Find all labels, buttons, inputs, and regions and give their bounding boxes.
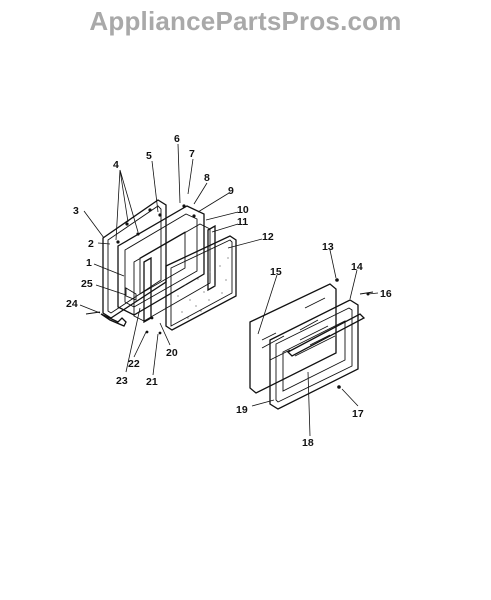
part-gasket-frame <box>117 205 205 316</box>
part-window-glass <box>249 283 337 394</box>
part-inner-glass <box>133 223 211 322</box>
callout-13: 13 <box>322 241 334 253</box>
callout-6: 6 <box>174 133 180 145</box>
part-window-trim <box>286 313 366 357</box>
callout-labels: 4 5 6 7 8 9 10 11 12 3 2 1 25 24 23 22 2… <box>66 133 392 449</box>
callout-24: 24 <box>66 298 78 310</box>
part-hinge <box>100 313 127 327</box>
callout-9: 9 <box>228 185 234 197</box>
callout-21: 21 <box>146 376 158 388</box>
callout-7: 7 <box>189 148 195 160</box>
callout-20: 20 <box>166 347 178 359</box>
callout-25: 25 <box>81 278 93 290</box>
watermark-logo: AppliancePartsPros.com <box>89 6 402 36</box>
part-outer-door-panel <box>165 235 237 331</box>
callout-14: 14 <box>351 261 363 273</box>
callout-10: 10 <box>237 204 249 216</box>
callout-5: 5 <box>146 150 152 162</box>
callout-3: 3 <box>73 205 79 217</box>
callout-4: 4 <box>113 159 119 171</box>
callout-15: 15 <box>270 266 282 278</box>
callout-18: 18 <box>302 437 314 449</box>
left-door-assembly <box>85 199 237 335</box>
panel-texture <box>177 257 229 319</box>
callout-17: 17 <box>352 408 364 420</box>
part-hinge-bracket <box>125 287 137 301</box>
callout-11: 11 <box>237 216 248 228</box>
right-window-assembly <box>249 278 374 410</box>
callout-2: 2 <box>88 238 94 250</box>
callout-16: 16 <box>380 288 392 300</box>
part-door-liner <box>102 199 167 319</box>
screws-left <box>116 204 196 335</box>
callout-23: 23 <box>116 375 128 387</box>
callout-22: 22 <box>128 358 140 370</box>
callout-19: 19 <box>236 404 248 416</box>
part-window-frame <box>269 299 359 410</box>
callout-12: 12 <box>262 231 274 243</box>
leader-lines <box>79 143 379 437</box>
callout-8: 8 <box>204 172 210 184</box>
callout-1: 1 <box>86 257 92 269</box>
